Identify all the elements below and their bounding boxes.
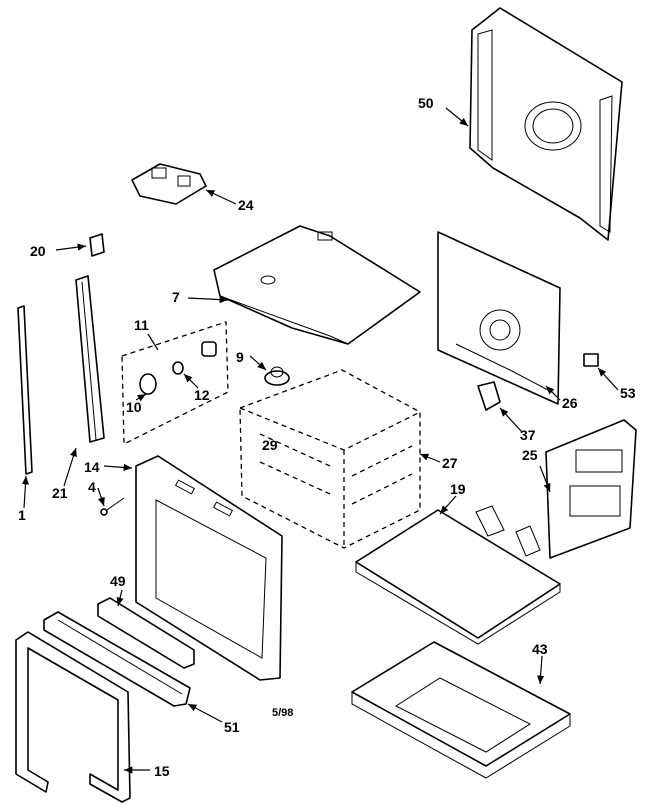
label-49: 49 [110, 573, 126, 589]
label-25: 25 [522, 447, 538, 463]
side-rail-part [75, 275, 105, 443]
label-14: 14 [84, 459, 100, 475]
right-side-panel-part [545, 419, 637, 559]
label-19: 19 [450, 481, 466, 497]
label-12: 12 [194, 387, 210, 403]
label-7: 7 [172, 289, 180, 305]
label-4: 4 [88, 479, 96, 495]
trim-strip-part [17, 305, 33, 475]
knob-switch [201, 341, 217, 357]
label-50: 50 [418, 95, 434, 111]
label-53: 53 [620, 385, 636, 401]
oven-cavity-part [239, 369, 421, 549]
label-15: 15 [154, 763, 170, 779]
label-27: 27 [442, 455, 458, 471]
side-panel-part [437, 231, 561, 405]
label-29: 29 [262, 437, 278, 453]
knob-12 [172, 361, 184, 375]
gasket-part [477, 381, 501, 411]
label-51: 51 [224, 719, 240, 735]
top-panel-part [213, 225, 421, 345]
knob-10 [139, 373, 157, 395]
floor-panel-part [355, 505, 561, 645]
label-11: 11 [134, 317, 149, 333]
label-37: 37 [520, 427, 536, 443]
fitting-part [264, 366, 290, 386]
label-21: 21 [52, 485, 68, 501]
front-frame-part [135, 455, 283, 681]
door-trim-part [97, 597, 195, 669]
bottom-tray-part [351, 641, 571, 779]
label-24: 24 [238, 197, 254, 213]
label-9: 9 [236, 349, 244, 365]
screw-part [100, 497, 125, 516]
label-1: 1 [18, 507, 26, 523]
knob-group-part [121, 321, 229, 446]
label-26: 26 [562, 395, 578, 411]
label-20: 20 [30, 243, 46, 259]
label-43: 43 [532, 641, 548, 657]
control-bracket-part [131, 163, 207, 205]
clip-part [89, 233, 105, 257]
door-gasket-part [15, 631, 131, 803]
date-code: 5/98 [272, 707, 293, 719]
connector-part [583, 353, 599, 367]
leader-lines [21, 107, 619, 774]
handle-strip-part [43, 611, 191, 707]
rear-panel-part [469, 7, 623, 241]
label-10: 10 [126, 399, 142, 415]
